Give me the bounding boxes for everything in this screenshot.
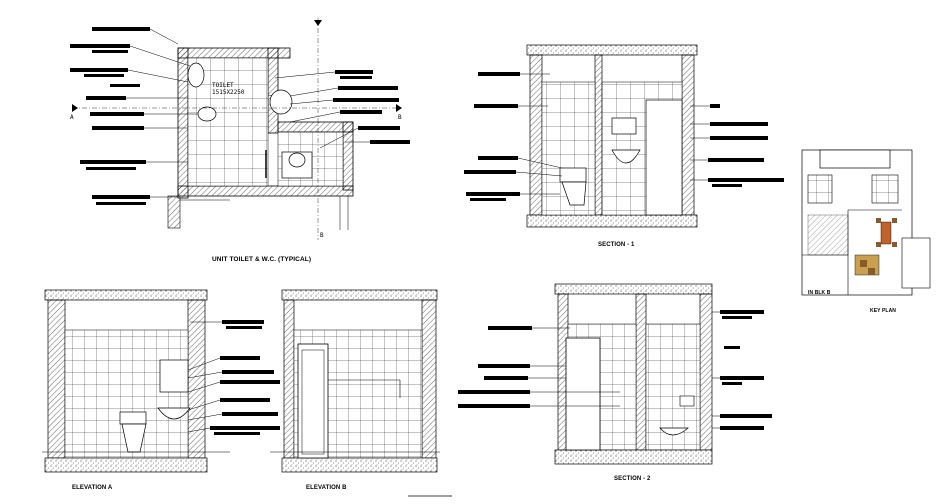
section-2-drawing <box>408 283 772 497</box>
key-plan-drawing <box>801 149 931 296</box>
toilet-floor-plan <box>70 18 410 240</box>
elevation-a-caption: ELEVATION A <box>72 485 113 491</box>
section-1-caption: SECTION - 1 <box>598 242 635 248</box>
key-plan-caption: KEY PLAN <box>870 308 896 314</box>
grid-marker-b: B <box>398 114 402 121</box>
room-size-label: TOILET 1515X2250 <box>212 82 245 96</box>
elevation-a-drawing <box>42 289 280 473</box>
elevation-b-drawing <box>270 289 440 473</box>
grid-marker-a: A <box>70 114 74 121</box>
section-1-drawing <box>464 44 784 228</box>
elevation-b-caption: ELEVATION B <box>306 485 347 491</box>
plan-title: UNIT TOILET & W.C. (TYPICAL) <box>212 256 312 263</box>
grid-marker-c: B <box>320 232 324 239</box>
section-2-caption: SECTION - 2 <box>614 476 651 482</box>
key-plan-left-caption: IN BLK B <box>808 290 831 296</box>
